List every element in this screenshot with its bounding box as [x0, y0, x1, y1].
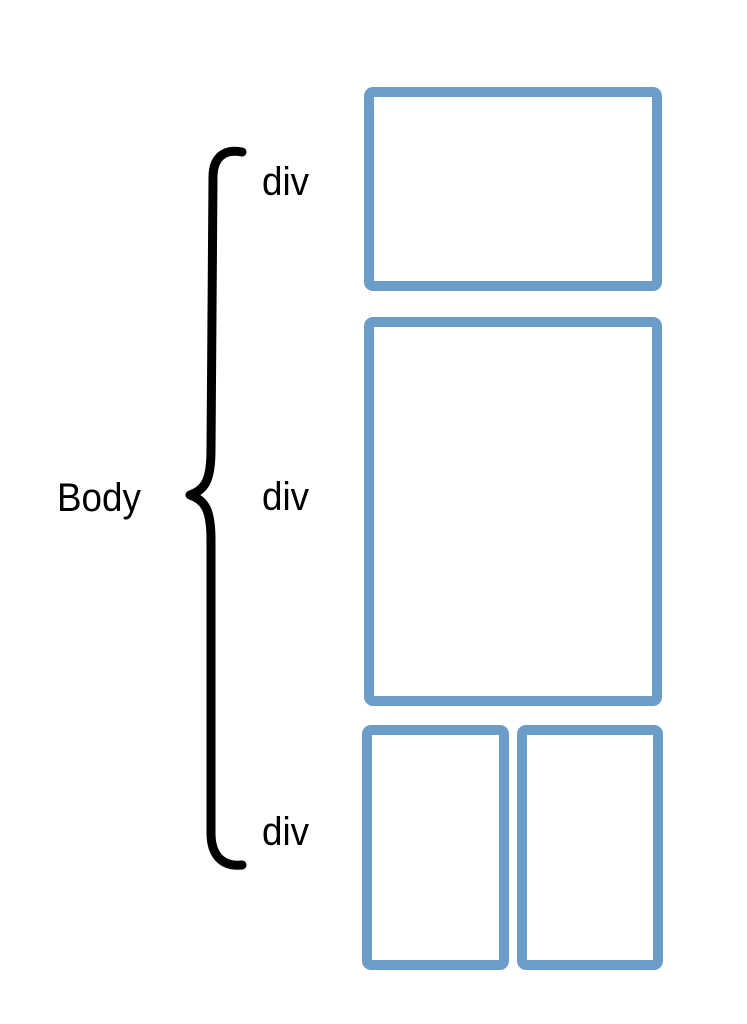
body-label: Body — [57, 476, 141, 520]
div-label-middle: div — [262, 475, 310, 519]
div-label-bottom: div — [262, 810, 310, 854]
left-curly-brace-icon — [185, 146, 247, 870]
div-label-top: div — [262, 160, 310, 204]
bottom-right-div-box — [517, 725, 663, 970]
top-div-box — [364, 87, 662, 291]
bottom-left-div-box — [362, 725, 509, 970]
middle-div-box — [364, 317, 662, 706]
